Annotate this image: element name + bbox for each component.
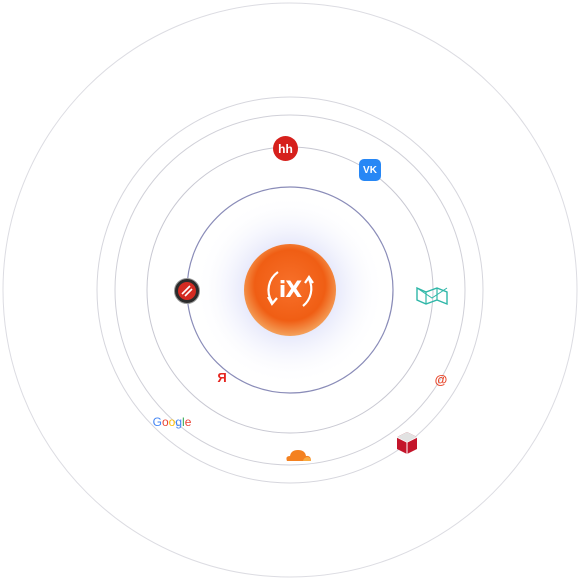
orbit-3 — [114, 114, 466, 466]
google-letter: g — [175, 415, 183, 429]
hub-arrowhead-left-icon — [267, 296, 278, 306]
cube-icon[interactable] — [396, 431, 418, 455]
hub-label: iX — [270, 274, 310, 306]
hh-logo[interactable]: hh — [273, 136, 298, 161]
google-logo[interactable]: Google — [150, 413, 194, 431]
cloud-icon-shape — [286, 450, 311, 461]
vk-logo-text: VK — [363, 164, 377, 176]
bolt-icon-shape — [178, 282, 196, 300]
google-logo-text: Google — [153, 415, 192, 429]
yandex-logo[interactable]: Я — [215, 369, 229, 385]
cloud-icon[interactable] — [283, 447, 313, 463]
google-letter: l — [182, 415, 185, 429]
hub-arrowhead-right-icon — [304, 275, 314, 284]
google-letter: G — [152, 415, 162, 429]
map-icon[interactable] — [415, 284, 449, 308]
hub-arrow-right-icon — [302, 278, 313, 307]
google-letter: e — [184, 415, 192, 429]
bolt-icon[interactable] — [174, 278, 200, 304]
mail-logo[interactable]: @ — [433, 371, 449, 387]
mail-logo-text: @ — [434, 371, 448, 387]
google-letter: o — [161, 415, 169, 429]
orbit-4 — [96, 96, 484, 484]
yandex-logo-text: Я — [217, 369, 227, 385]
vk-logo[interactable]: VK — [359, 159, 381, 181]
hub-circle — [244, 244, 336, 336]
google-letter: o — [168, 415, 176, 429]
cube-icon-shape — [396, 432, 418, 454]
map-icon-shape — [416, 286, 448, 306]
hub-label-text: iX — [278, 277, 302, 303]
hh-logo-text: hh — [278, 141, 293, 156]
